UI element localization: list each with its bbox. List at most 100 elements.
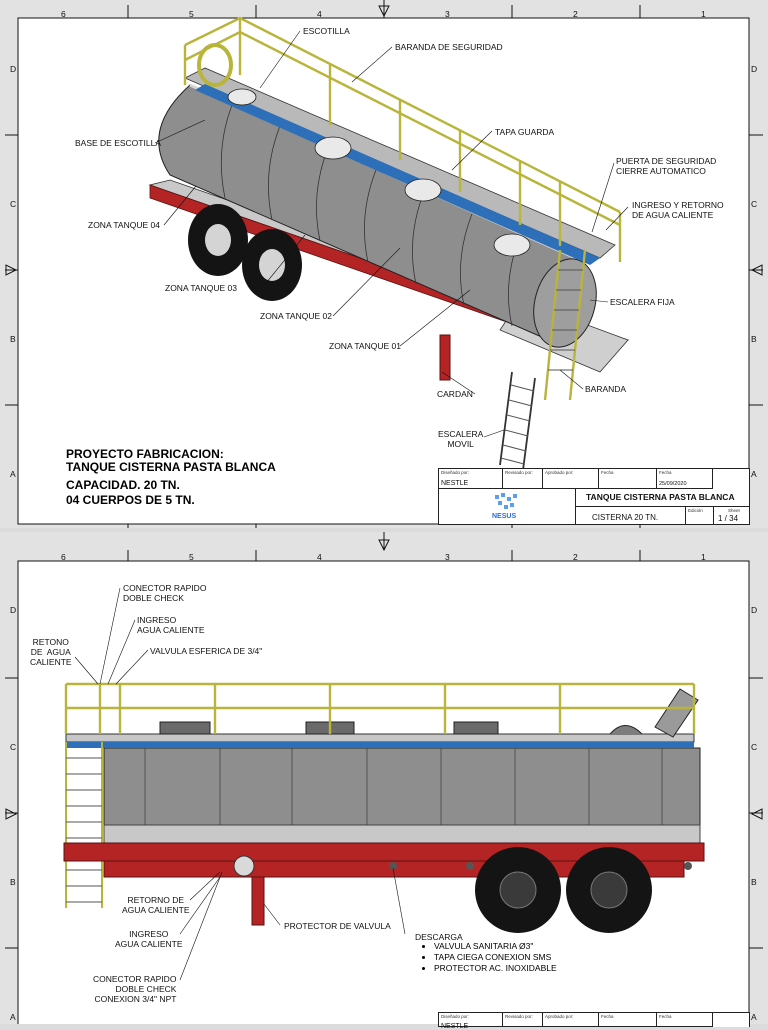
drawing-sheet-2: 6 5 4 3 2 1 D C B A D C B A CONECTOR RAP… <box>0 532 768 1030</box>
sheet2-border-letter-b-left: B <box>10 877 16 887</box>
sheet2-border-letter-d-left: D <box>10 605 17 615</box>
tb-fecha-caption: Fecha <box>601 470 614 475</box>
sheet2-border-number-4: 4 <box>317 552 322 562</box>
tb-revisado-cell: Revisado por: <box>503 469 543 489</box>
sheet2-border-letter-b-right: B <box>751 877 757 887</box>
project-capacity: CAPACIDAD. 20 TN. <box>66 478 180 492</box>
tb-disenado-caption: Diseñado por: <box>441 470 470 475</box>
tb2-fecha-caption: Fecha <box>601 1014 614 1019</box>
label-escalera-movil: ESCALERA MOVIL <box>438 429 484 449</box>
tb-disenado-cell: Diseñado por: NESTLE <box>439 469 503 489</box>
sheet2-border-number-3: 3 <box>445 552 450 562</box>
tb-subtitle-cell: CISTERNA 20 TN. <box>576 507 686 524</box>
sheet2-border-letter-a-right: A <box>751 1012 757 1022</box>
border-number-2: 2 <box>573 9 578 19</box>
project-name: TANQUE CISTERNA PASTA BLANCA <box>66 460 276 474</box>
border-letter-a-left: A <box>10 469 16 479</box>
project-title: PROYECTO FABRICACION: <box>66 447 224 461</box>
border-number-4: 4 <box>317 9 322 19</box>
tb-drawing-title: TANQUE CISTERNA PASTA BLANCA <box>586 492 735 502</box>
sheet2-border-letter-a-left: A <box>10 1012 16 1022</box>
title-block-sheet-1: Diseñado por: NESTLE Revisado por: Aprob… <box>438 468 750 525</box>
tb2-disenado-caption: Diseñado por: <box>441 1014 470 1019</box>
tb2-disenado-value: NESTLE <box>441 1023 469 1030</box>
tb-fecha-cell: Fecha <box>599 469 657 489</box>
tb2-revisado-caption: Revisado por: <box>505 1014 533 1019</box>
label-tapa-guarda: TAPA GUARDA <box>495 127 555 137</box>
label-ingreso-agua-bottom: INGRESO AGUA CALIENTE <box>115 929 183 949</box>
label-retono-agua: RETONO DE AGUA CALIENTE <box>30 637 72 667</box>
project-bodies: 04 CUERPOS DE 5 TN. <box>66 493 195 507</box>
sheet2-border-number-5: 5 <box>189 552 194 562</box>
tb2-fecha2-cell: Fecha <box>657 1013 713 1027</box>
label-zona-tanque-02: ZONA TANQUE 02 <box>260 311 332 321</box>
border-letter-c-right: C <box>751 199 758 209</box>
tb-sheet-value: 1 / 34 <box>718 514 739 523</box>
border-letter-b-right: B <box>751 334 757 344</box>
label-zona-tanque-03: ZONA TANQUE 03 <box>165 283 237 293</box>
tb-aprobado-cell: Aprobado por: <box>543 469 599 489</box>
tb-sheet-cell: Sheet 1 / 34 <box>714 507 749 524</box>
label-retorno-agua-bottom: RETORNO DE AGUA CALIENTE <box>122 895 190 915</box>
descarga-item: VALVULA SANITARIA Ø3" <box>434 941 557 952</box>
descarga-item: PROTECTOR AC. INOXIDABLE <box>434 963 557 974</box>
tb-revisado-caption: Revisado por: <box>505 470 533 475</box>
label-escotilla: ESCOTILLA <box>303 26 350 36</box>
tb-logo-cell: NESUS <box>439 489 576 524</box>
tb-edicion-caption: Edición <box>688 508 703 513</box>
border-letter-c-left: C <box>10 199 17 209</box>
tb2-revisado-cell: Revisado por: <box>503 1013 543 1027</box>
tb-title-cell: TANQUE CISTERNA PASTA BLANCA <box>576 489 749 507</box>
sheet-1-drawing <box>5 0 763 528</box>
label-zona-tanque-01: ZONA TANQUE 01 <box>329 341 401 351</box>
label-protector-valvula: PROTECTOR DE VALVULA <box>284 921 391 931</box>
tb-disenado-value: NESTLE <box>441 480 469 487</box>
border-number-5: 5 <box>189 9 194 19</box>
sheet2-border-letter-d-right: D <box>751 605 758 615</box>
sheet2-border-letter-c-left: C <box>10 742 17 752</box>
tb-drawing-subtitle: CISTERNA 20 TN. <box>592 513 659 522</box>
label-descarga: DESCARGA <box>415 932 463 942</box>
tb2-aprobado-caption: Aprobado por: <box>545 1014 574 1019</box>
descarga-list: VALVULA SANITARIA Ø3" TAPA CIEGA CONEXIO… <box>422 941 557 974</box>
tb2-disenado-cell: Diseñado por: NESTLE <box>439 1013 503 1030</box>
descarga-item: TAPA CIEGA CONEXION SMS <box>434 952 557 963</box>
label-escalera-fija: ESCALERA FIJA <box>610 297 675 307</box>
title-block-sheet-2: Diseñado por: NESTLE Revisado por: Aprob… <box>438 1012 750 1030</box>
label-baranda: BARANDA <box>585 384 627 394</box>
tb-fecha2-cell: Fecha 25/09/2020 <box>657 469 713 489</box>
drawing-sheet-1: 6 5 4 3 2 1 D C B A D C B A ESCOTILLA BA… <box>5 0 763 528</box>
tb2-fecha2-caption: Fecha <box>659 1014 672 1019</box>
label-conector-rapido-bottom: CONECTOR RAPIDO DOBLE CHECK CONEXION 3/4… <box>93 974 177 1004</box>
border-letter-d-right: D <box>751 64 758 74</box>
border-letter-a-right: A <box>751 469 757 479</box>
border-letter-d-left: D <box>10 64 17 74</box>
project-block: PROYECTO FABRICACION: TANQUE CISTERNA PA… <box>66 447 276 508</box>
tb-aprobado-caption: Aprobado por: <box>545 470 574 475</box>
tb-edicion-cell: Edición <box>686 507 714 524</box>
tb-sheet-caption: Sheet <box>728 508 740 513</box>
label-ingreso-agua-top: INGRESO AGUA CALIENTE <box>137 615 205 635</box>
label-baranda-seguridad: BARANDA DE SEGURIDAD <box>395 42 503 52</box>
border-number-6: 6 <box>61 9 66 19</box>
label-conector-rapido-top: CONECTOR RAPIDO DOBLE CHECK <box>123 583 207 603</box>
tb2-fecha-cell: Fecha <box>599 1013 657 1027</box>
label-cardan: CARDAN <box>437 389 473 399</box>
tb2-aprobado-cell: Aprobado por: <box>543 1013 599 1027</box>
label-puerta-seguridad: PUERTA DE SEGURIDAD CIERRE AUTOMATICO <box>616 156 717 176</box>
sheet2-border-number-6: 6 <box>61 552 66 562</box>
label-base-escotilla: BASE DE ESCOTILLA <box>75 138 161 148</box>
border-number-3: 3 <box>445 9 450 19</box>
sheet-2-drawing <box>5 532 763 1024</box>
sheet2-border-number-2: 2 <box>573 552 578 562</box>
nesus-logo-text: NESUS <box>492 513 517 520</box>
border-letter-b-left: B <box>10 334 16 344</box>
sheet2-border-number-1: 1 <box>701 552 706 562</box>
nesus-logo-icon <box>495 493 517 509</box>
border-number-1: 1 <box>701 9 706 19</box>
tb-fecha-value: 25/09/2020 <box>659 481 687 487</box>
tb-fecha2-caption: Fecha <box>659 470 672 475</box>
label-zona-tanque-04: ZONA TANQUE 04 <box>88 220 160 230</box>
label-ingreso-retorno: INGRESO Y RETORNO DE AGUA CALIENTE <box>632 200 724 220</box>
sheet2-border-letter-c-right: C <box>751 742 758 752</box>
